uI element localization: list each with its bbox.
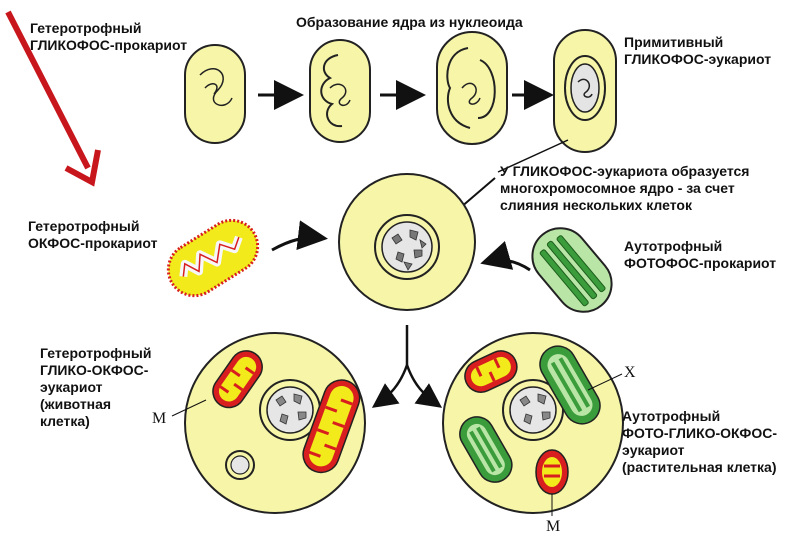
fotofos-prokaryote-cell	[521, 217, 623, 323]
label-line: Гетеротрофный	[30, 20, 187, 37]
split-arrows	[376, 325, 438, 405]
label-fotofos-prokaryote: Аутотрофный ФОТОФОС-прокариот	[624, 238, 776, 272]
label-line: ОКФОС-прокариот	[28, 235, 157, 252]
label-line: Аутотрофный	[624, 238, 776, 255]
label-line: эукариот	[40, 379, 151, 396]
label-line: ФОТО-ГЛИКО-ОКФОС-	[622, 425, 777, 442]
label-line: Примитивный	[624, 34, 771, 51]
label-line: (животная	[40, 396, 151, 413]
label-nucleus-note: У ГЛИКОФОС-эукариота образуется многохро…	[500, 163, 749, 214]
animal-cell	[172, 333, 365, 513]
label-line: ФОТОФОС-прокариот	[624, 255, 776, 272]
label-glikofos-prokaryote: Гетеротрофный ГЛИКОФОС-прокариот	[30, 20, 187, 54]
label-okfos-prokaryote: Гетеротрофный ОКФОС-прокариот	[28, 218, 157, 252]
label-line: многохромосомное ядро - за счет	[500, 180, 749, 197]
label-line: Аутотрофный	[622, 408, 777, 425]
label-line: Гетеротрофный	[28, 218, 157, 235]
label-line: ГЛИКОФОС-эукариот	[624, 51, 771, 68]
label-line: эукариот	[622, 442, 777, 459]
okfos-prokaryote-cell	[159, 211, 268, 306]
marker-mito-right: М	[546, 518, 560, 536]
label-plant-cell: Аутотрофный ФОТО-ГЛИКО-ОКФОС- эукариот (…	[622, 408, 777, 476]
label-line: клетка)	[40, 413, 151, 430]
prokaryote-cell-3	[437, 32, 507, 144]
marker-mito-left: М	[152, 410, 166, 428]
diagram-title: Образование ядра из нуклеоида	[296, 14, 523, 31]
prokaryote-cell-1	[185, 45, 245, 143]
primitive-eukaryote-cell	[554, 30, 616, 152]
label-line: Гетеротрофный	[40, 345, 151, 362]
label-line: ГЛИКОФОС-прокариот	[30, 37, 187, 54]
label-animal-cell: Гетеротрофный ГЛИКО-ОКФОС- эукариот (жив…	[40, 345, 151, 430]
label-line: (растительная клетка)	[622, 459, 777, 476]
label-line: ГЛИКО-ОКФОС-	[40, 362, 151, 379]
arrow-okfos-to-cell	[272, 238, 322, 251]
central-eukaryote-cell	[339, 174, 475, 310]
plant-cell	[443, 333, 623, 516]
label-line: слияния нескольких клеток	[500, 197, 749, 214]
prokaryote-cell-2	[310, 40, 370, 142]
label-line: У ГЛИКОФОС-эукариота образуется	[500, 163, 749, 180]
label-glikofos-eukaryote: Примитивный ГЛИКОФОС-эукариот	[624, 34, 771, 68]
marker-chloroplast: Х	[624, 364, 636, 382]
arrow-fotofos-to-cell	[486, 260, 530, 270]
